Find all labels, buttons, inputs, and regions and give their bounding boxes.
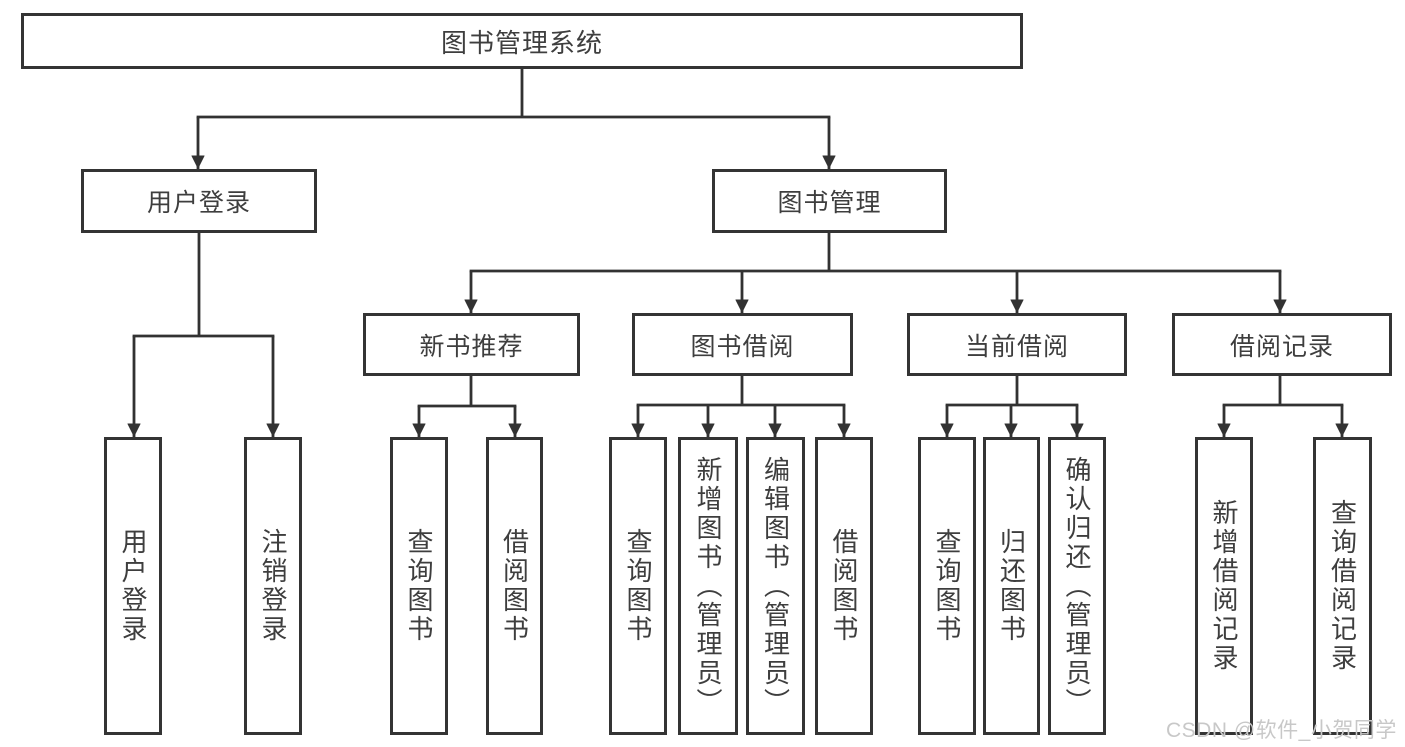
node-label: 借阅记录 [1229, 332, 1334, 361]
node-label: 新增借阅记录 [1209, 499, 1239, 673]
leaf-user-login: 用户登录 [104, 437, 162, 735]
leaf-add-books-admin: 新增图书（管理员） [678, 437, 738, 735]
node-label: 借阅图书 [499, 528, 530, 644]
node-label: 当前借阅 [964, 332, 1069, 361]
leaf-query-borrow-record: 查询借阅记录 [1313, 437, 1372, 735]
node-label: 查询图书 [623, 528, 653, 644]
connector-trunks-and-bars [132, 69, 1344, 408]
node-label: 借阅图书 [829, 528, 859, 644]
leaf-logout-login: 注销登录 [244, 437, 302, 735]
node-book-borrow: 图书借阅 [632, 313, 853, 376]
leaf-edit-books-admin: 编辑图书（管理员） [746, 437, 805, 735]
node-label: 查询图书 [932, 528, 962, 644]
node-current-borrow: 当前借阅 [907, 313, 1127, 376]
leaf-borrow-books-recommend: 借阅图书 [486, 437, 543, 735]
leaf-borrow-books-borrow: 借阅图书 [815, 437, 873, 735]
node-label: 注销登录 [258, 528, 288, 644]
node-label: 查询图书 [404, 528, 434, 644]
node-label: 图书借阅 [690, 332, 795, 361]
leaf-confirm-return-admin: 确认归还（管理员） [1048, 437, 1106, 735]
node-label: 确认归还（管理员） [1062, 455, 1092, 717]
node-borrow-records: 借阅记录 [1172, 313, 1392, 376]
node-label: 新增图书（管理员） [693, 455, 723, 717]
node-label: 图书管理 [777, 189, 882, 217]
node-new-book-recommend: 新书推荐 [363, 313, 580, 376]
leaf-query-books-current: 查询图书 [918, 437, 976, 735]
node-user-login: 用户登录 [81, 169, 317, 233]
node-label: 图书管理系统 [440, 27, 603, 58]
leaf-add-borrow-record: 新增借阅记录 [1195, 437, 1253, 735]
node-label: 用户登录 [118, 528, 148, 644]
csdn-watermark: CSDN @软件_小贺同学 [1166, 719, 1397, 742]
leaf-return-books: 归还图书 [983, 437, 1040, 735]
node-library-management-system: 图书管理系统 [21, 13, 1023, 69]
leaf-query-books-recommend: 查询图书 [390, 437, 448, 735]
node-label: 查询借阅记录 [1327, 499, 1358, 673]
node-label: 新书推荐 [419, 332, 524, 361]
node-book-management: 图书管理 [712, 169, 947, 233]
node-label: 归还图书 [996, 528, 1027, 644]
leaf-query-books-borrow: 查询图书 [609, 437, 667, 735]
node-label: 用户登录 [146, 189, 251, 217]
connector-arrows [127, 117, 1349, 437]
node-label: 编辑图书（管理员） [760, 455, 791, 717]
